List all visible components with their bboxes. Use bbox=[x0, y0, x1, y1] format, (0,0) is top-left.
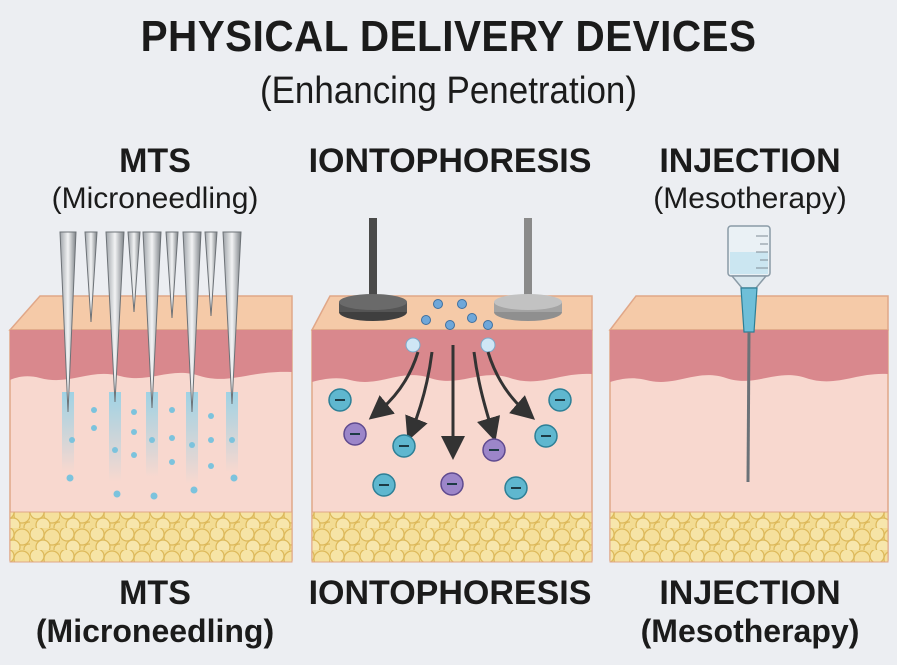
page-title: PHYSICAL DELIVERY DEVICES bbox=[140, 12, 757, 61]
mts-title: MTS bbox=[119, 142, 191, 180]
injection-bottom-title: INJECTION bbox=[659, 574, 841, 612]
mts-subtitle: (Microneedling) bbox=[51, 182, 259, 215]
injection-subtitle: (Mesotherapy) bbox=[653, 182, 847, 215]
injection-title: INJECTION bbox=[659, 142, 841, 180]
ion-charge-marks bbox=[335, 399, 565, 489]
iontophoresis-top-label: IONTOPHORESIS bbox=[305, 142, 595, 180]
dark-electrode bbox=[339, 218, 407, 321]
injection-bottom-label: INJECTION (Mesotherapy) bbox=[605, 574, 895, 650]
iontophoresis-bottom-title: IONTOPHORESIS bbox=[308, 574, 592, 612]
mts-bottom-subtitle: (Microneedling) bbox=[35, 613, 275, 649]
ion-flow-arrows bbox=[368, 345, 536, 460]
iontophoresis-title: IONTOPHORESIS bbox=[308, 142, 592, 180]
iontophoresis-bottom-label: IONTOPHORESIS bbox=[305, 574, 595, 612]
mts-bottom-title: MTS bbox=[119, 574, 191, 612]
surface-ions bbox=[421, 299, 493, 330]
injection-bottom-subtitle: (Mesotherapy) bbox=[640, 613, 860, 649]
entry-sparkles bbox=[405, 337, 496, 353]
microchannel-droplets bbox=[66, 407, 238, 500]
injection-top-label: INJECTION (Mesotherapy) bbox=[605, 142, 895, 218]
page-subtitle: (Enhancing Penetration) bbox=[259, 70, 638, 112]
microneedle-array bbox=[59, 231, 242, 484]
mts-top-label: MTS (Microneedling) bbox=[10, 142, 300, 218]
dermal-ions bbox=[328, 388, 572, 500]
mts-bottom-label: MTS (Microneedling) bbox=[10, 574, 300, 650]
syringe bbox=[727, 225, 771, 483]
light-electrode bbox=[494, 218, 562, 321]
